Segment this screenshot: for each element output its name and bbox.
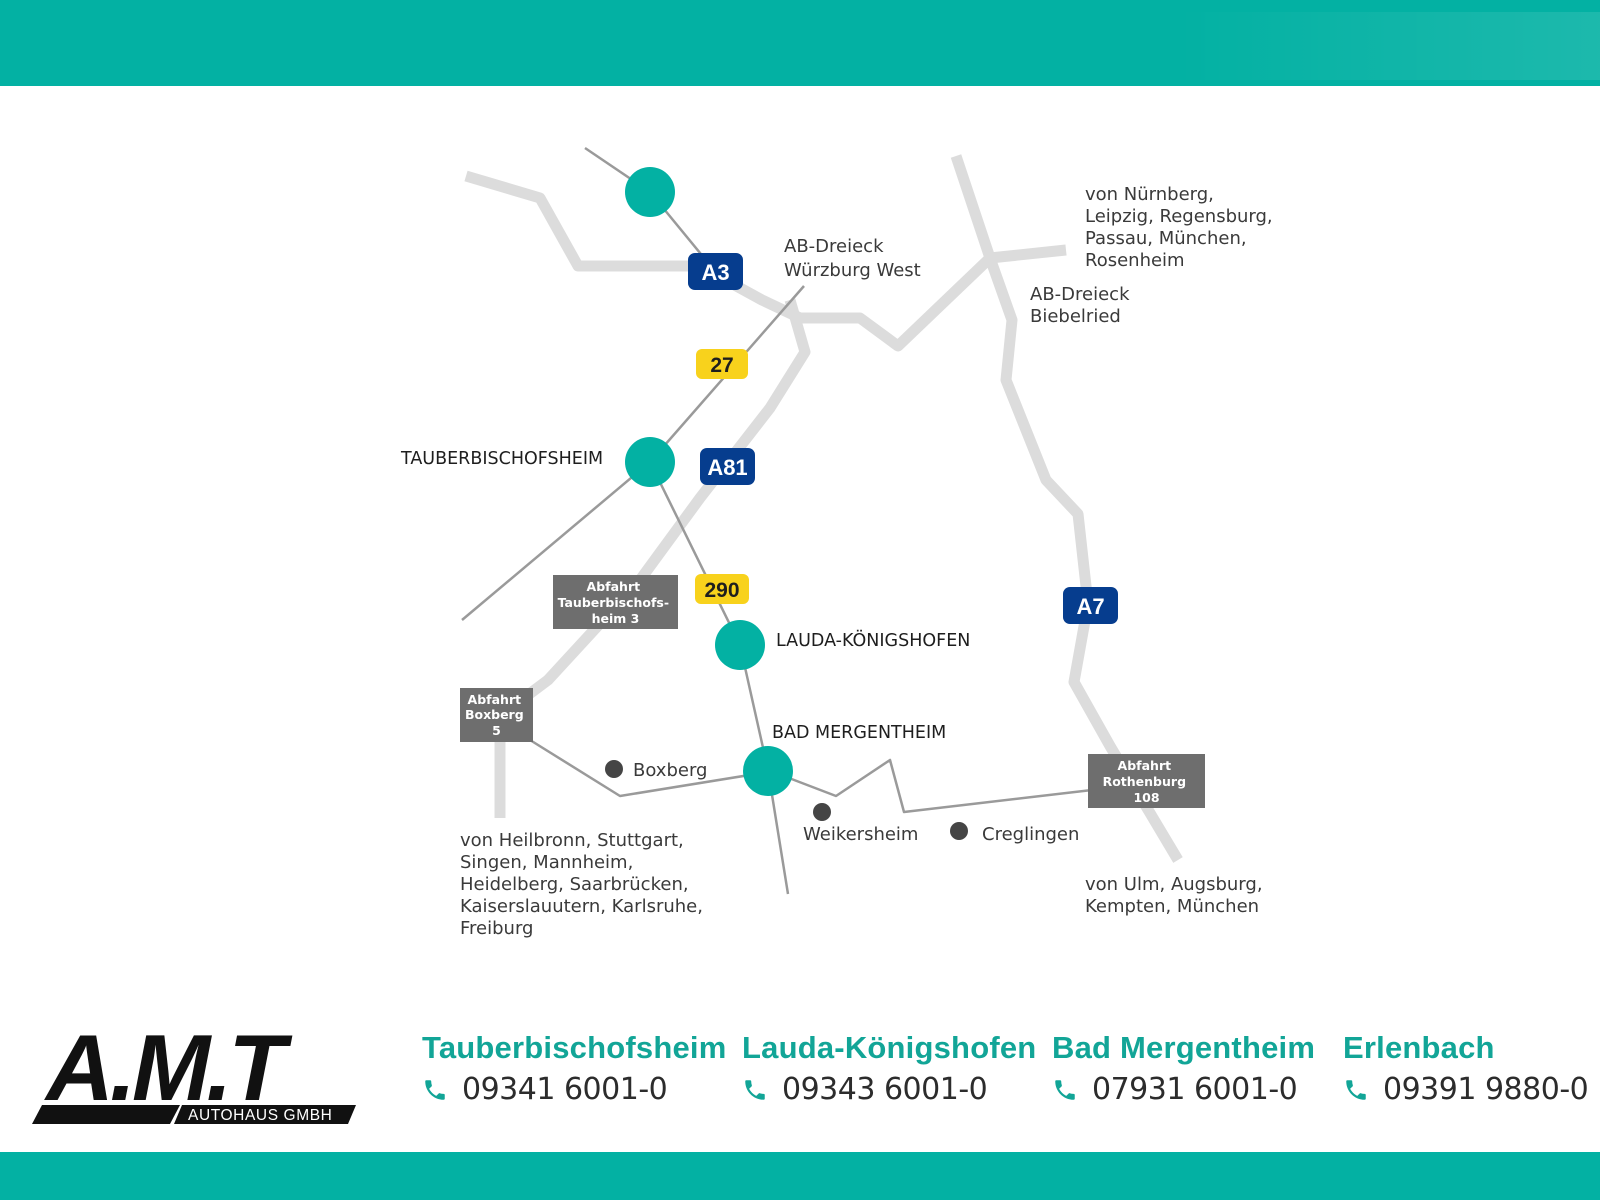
b290-shield: 290 [695,574,749,604]
label-tauberbischofsheim: TAUBERBISCHOFSHEIM [400,449,603,469]
town-marker-north [625,167,675,217]
from-east-line2: Leipzig, Regensburg, [1085,206,1273,227]
contact-phone-row[interactable]: 09343 6001-0 [742,1072,1036,1107]
a7-motorway [950,154,1183,863]
exit-rothenburg-line2: Rothenburg [1103,774,1186,789]
svg-text:Abfahrt Rothenburg: Abfahrt Rothenburg 108 [1103,758,1191,805]
svg-text:Abfahrt Boxberg 5: Abfahrt Boxberg 5 [465,692,528,738]
exit-tbb-line2: Tauberbischofs- [558,595,669,610]
exit-boxberg-line1: Abfahrt [468,692,522,707]
a81-motorway [494,298,811,818]
a3-label: A3 [701,260,729,285]
phone-icon [425,1079,445,1100]
contact-city: Bad Mergentheim [1052,1030,1316,1065]
label-bad-mergentheim: BAD MERGENTHEIM [772,723,946,743]
contact-phone-row[interactable]: 09341 6001-0 [422,1072,726,1107]
svg-text:von Ulm, Augsburg, Kempt: von Ulm, Augsburg, Kempten, München [1085,874,1268,917]
contact-city: Tauberbischofsheim [422,1030,727,1065]
contact-phone-row[interactable]: 09391 9880-0 [1343,1072,1589,1107]
junction-biebelried-line1: AB-Dreieck [1030,284,1130,305]
a81-shield: A81 [700,448,755,485]
village-dot-creglingen [950,822,968,840]
contact-lauda-koenigshofen: Lauda-Königshofen 09343 6001-0 [742,1030,1036,1107]
exit-rothenburg-line1: Abfahrt [1118,758,1172,773]
amt-logo: A.M.T AUTOHAUS GMBH [32,1020,356,1124]
a3-motorway [464,170,1067,352]
top-banner-highlight [1178,12,1600,80]
contact-phone-row[interactable]: 07931 6001-0 [1052,1072,1315,1107]
exit-tbb-line3: heim 3 [592,611,640,626]
town-marker-lauda [715,620,765,670]
contact-tauberbischofsheim: Tauberbischofsheim 09341 6001-0 [422,1030,726,1107]
exit-box-boxberg: Abfahrt Boxberg 5 [460,688,533,742]
phone-icon [745,1079,765,1100]
from-east-line1: von Nürnberg, [1085,184,1214,205]
logo-subtitle: AUTOHAUS GMBH [188,1107,332,1124]
contact-city: Erlenbach [1343,1030,1495,1065]
town-marker-bad-mergentheim [743,746,793,796]
label-creglingen: Creglingen [982,824,1079,845]
logo-subtitle-bar [174,1105,356,1124]
phone-icon [1346,1079,1366,1100]
village-dot-weikersheim [813,803,831,821]
contact-city: Lauda-Königshofen [742,1030,1037,1065]
a3-shield: A3 [688,253,743,290]
junction-wuerzburg-line2: Würzburg West [784,260,921,281]
exit-box-rothenburg: Abfahrt Rothenburg 108 [1088,754,1205,808]
label-weikersheim: Weikersheim [803,824,918,845]
contact-phone: 09341 6001-0 [462,1072,668,1107]
phone-icon [1055,1079,1075,1100]
road-to-west [461,461,651,621]
a7-shield: A7 [1063,587,1118,624]
b290-road [648,461,790,895]
logo-letters: A.M.T [44,1020,293,1120]
from-southwest-line2: Singen, Mannheim, [460,852,633,873]
from-east-line3: Passau, München, [1085,228,1247,249]
from-south-line1: von Ulm, Augsburg, [1085,874,1263,895]
label-lauda-koenigshofen: LAUDA-KÖNIGSHOFEN [776,629,970,651]
contact-phone: 09343 6001-0 [782,1072,988,1107]
svg-text:AB-Dreieck Würzburg West: AB-Dreieck Würzburg West [784,236,921,281]
village-dot-boxberg [605,760,623,778]
exit-boxberg-line2: Boxberg [465,707,524,722]
contact-phone: 07931 6001-0 [1092,1072,1298,1107]
route-map: A3 A81 A7 27 290 Abfahrt Tauberbischofs-… [400,146,1278,939]
from-east-line4: Rosenheim [1085,250,1185,271]
road-rothenburg [767,758,1093,814]
exit-tbb-line1: Abfahrt [587,579,641,594]
road-boxberg [495,714,769,798]
svg-text:von Nürnberg, Leipzig, R: von Nürnberg, Leipzig, Regensburg, Passa… [1085,184,1278,271]
svg-text:von Heilbronn, Stuttgart,: von Heilbronn, Stuttgart, Singen, Mannhe… [460,830,709,939]
bottom-banner [0,1152,1600,1200]
b27-shield: 27 [696,349,748,379]
from-south-line2: Kempten, München [1085,896,1259,917]
junction-wuerzburg-line1: AB-Dreieck [784,236,884,257]
contact-bad-mergentheim: Bad Mergentheim 07931 6001-0 [1052,1030,1315,1107]
from-southwest-line3: Heidelberg, Saarbrücken, [460,874,689,895]
svg-text:AB-Dreieck Biebelried: AB-Dreieck Biebelried [1030,284,1135,327]
label-boxberg: Boxberg [633,760,707,781]
town-marker-tauberbischofsheim [625,437,675,487]
contact-phone: 09391 9880-0 [1383,1072,1589,1107]
from-southwest-line1: von Heilbronn, Stuttgart, [460,830,684,851]
exit-box-tauberbischofsheim: Abfahrt Tauberbischofs- heim 3 [553,575,678,629]
logo-underline-bar [32,1105,180,1124]
contact-erlenbach: Erlenbach 09391 9880-0 [1343,1030,1589,1107]
contact-footer: A.M.T AUTOHAUS GMBH Tauberbischofsheim 0… [0,1010,1600,1152]
exit-rothenburg-line3: 108 [1133,790,1159,805]
a7-label: A7 [1076,594,1104,619]
junction-biebelried-line2: Biebelried [1030,306,1121,327]
top-banner [0,0,1600,86]
b290-label: 290 [704,579,739,602]
from-southwest-line5: Freiburg [460,918,533,939]
b27-label: 27 [710,354,733,377]
exit-boxberg-line3: 5 [492,723,501,738]
a81-label: A81 [707,455,747,480]
from-southwest-line4: Kaiserslauutern, Karlsruhe, [460,896,703,917]
svg-text:Abfahrt Tauberbischofs-: Abfahrt Tauberbischofs- heim 3 [558,579,674,626]
